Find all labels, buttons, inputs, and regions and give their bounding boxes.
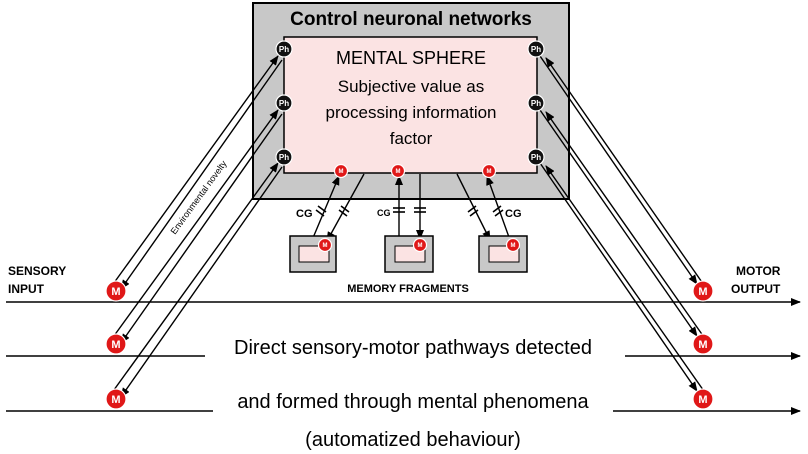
m-node-small: M (505, 237, 521, 253)
m-node-small: M (333, 163, 349, 179)
svg-text:Ph: Ph (279, 45, 289, 54)
mental-sphere-line-3: factor (390, 129, 433, 148)
svg-text:Ph: Ph (531, 153, 541, 162)
m-node: M (692, 388, 714, 410)
caption-line-1: Direct sensory-motor pathways detected (234, 337, 592, 359)
ph-node: Ph (527, 94, 545, 112)
motor-label: MOTOR (736, 264, 781, 278)
ph-node: Ph (275, 148, 293, 166)
control-network-title: Control neuronal networks (290, 9, 532, 30)
environmental-novelty-label: Environmental novelty (169, 158, 229, 236)
m-node: M (692, 333, 714, 355)
svg-text:M: M (111, 394, 120, 406)
output-label: OUTPUT (731, 282, 781, 296)
svg-text:M: M (698, 286, 707, 298)
svg-text:M: M (418, 243, 423, 249)
cg-label-2: CG (377, 208, 391, 218)
ph-node: Ph (275, 94, 293, 112)
synapse-marks (315, 205, 504, 217)
svg-text:M: M (111, 286, 120, 298)
svg-text:M: M (487, 169, 492, 175)
right-connections (539, 55, 707, 395)
caption-line-2: and formed through mental phenomena (237, 391, 589, 413)
svg-text:M: M (111, 339, 120, 351)
m-node-small: M (390, 163, 406, 179)
m-node-small: M (412, 237, 428, 253)
m-node-small: M (481, 163, 497, 179)
svg-text:M: M (396, 169, 401, 175)
svg-text:M: M (323, 243, 328, 249)
svg-text:M: M (511, 243, 516, 249)
mental-sphere-box (283, 36, 538, 174)
ph-node: Ph (527, 148, 545, 166)
input-label: INPUT (8, 282, 45, 296)
m-node: M (105, 388, 127, 410)
mental-sphere-line-2: processing information (325, 103, 496, 122)
ph-node: Ph (275, 40, 293, 58)
memory-fragments-label: MEMORY FRAGMENTS (347, 283, 469, 295)
caption-line-3: (automatized behaviour) (305, 429, 521, 451)
m-node: M (105, 333, 127, 355)
memory-fragment-3 (478, 235, 528, 273)
m-node: M (105, 280, 127, 302)
svg-text:Ph: Ph (531, 99, 541, 108)
svg-text:M: M (698, 394, 707, 406)
cg-label-1: CG (296, 208, 313, 220)
mental-sphere-line-1: Subjective value as (338, 77, 484, 96)
svg-text:Ph: Ph (279, 153, 289, 162)
mental-sphere-title: MENTAL SPHERE (336, 48, 486, 68)
svg-text:M: M (339, 169, 344, 175)
cg-label-3: CG (505, 208, 522, 220)
sensory-label: SENSORY (8, 264, 66, 278)
svg-text:Ph: Ph (531, 45, 541, 54)
svg-text:Ph: Ph (279, 99, 289, 108)
m-node: M (692, 280, 714, 302)
ph-node: Ph (527, 40, 545, 58)
svg-text:M: M (698, 339, 707, 351)
m-node-small: M (317, 237, 333, 253)
left-connections (110, 55, 283, 398)
m-nodes: M M M M M M M M M M M M (105, 163, 714, 410)
